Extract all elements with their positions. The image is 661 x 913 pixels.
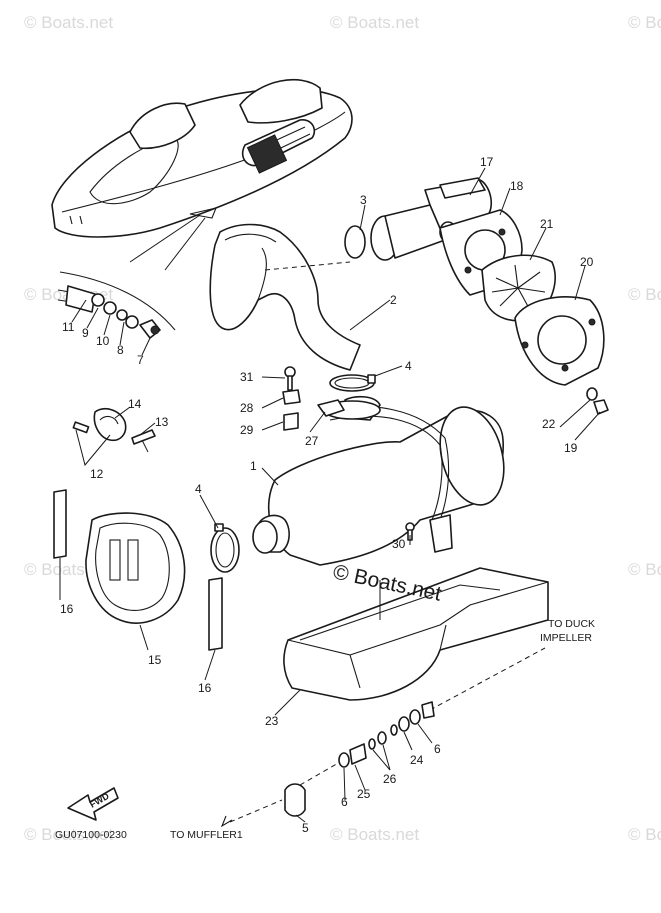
callout-29: 29 <box>240 423 254 437</box>
callout-24: 24 <box>410 753 424 767</box>
callout-14: 14 <box>128 397 142 411</box>
diagram-code: GU07100-0230 <box>55 829 127 841</box>
callout-30: 30 <box>392 537 406 551</box>
hose-clamp-upper <box>329 374 376 392</box>
callout-26: 26 <box>383 772 397 786</box>
callout-6: 6 <box>341 795 348 809</box>
watermark-text: © Boats.net <box>330 825 419 844</box>
callout-27: 27 <box>305 434 319 448</box>
foam-strips <box>53 489 223 651</box>
callout-21: 21 <box>540 217 554 231</box>
watermark-text: © Boats.net <box>24 825 113 844</box>
callout-11: 11 <box>62 320 75 334</box>
callout-15: 15 <box>148 653 162 667</box>
callout-18: 18 <box>510 179 524 193</box>
callout-1: 1 <box>250 459 257 473</box>
watermark-text: © Boats.net <box>628 825 661 844</box>
callout-3: 3 <box>360 193 367 207</box>
callout-13: 13 <box>155 415 169 429</box>
callout-19: 19 <box>564 441 578 455</box>
callout-4: 4 <box>405 359 412 373</box>
hull-fitting-inset <box>57 271 176 339</box>
callout-16: 16 <box>198 681 212 695</box>
callout-25: 25 <box>357 787 371 801</box>
exhaust-manifold-group <box>344 177 492 261</box>
callout-17: 17 <box>480 155 494 169</box>
bolt-washer-19-22 <box>586 387 609 415</box>
callout-10: 10 <box>96 334 110 348</box>
to-muffler-label: TO MUFFLER1 <box>170 829 243 841</box>
impeller-label: IMPELLER <box>540 632 592 644</box>
hose-clamp-lower <box>210 523 240 573</box>
watermark-text: © Boats.net <box>628 13 661 32</box>
leader-lines <box>59 167 601 823</box>
callout-20: 20 <box>580 255 594 269</box>
watermark-text: © Boats.net <box>24 13 113 32</box>
callout-16: 16 <box>60 602 74 616</box>
bracket-12-14 <box>72 408 156 453</box>
callout-4: 4 <box>195 482 202 496</box>
center-watermark: © Boats.net <box>331 560 444 605</box>
callout-22: 22 <box>542 417 556 431</box>
rubber-boot <box>85 512 186 624</box>
callout-9: 9 <box>82 326 89 340</box>
callout-8: 8 <box>117 343 124 357</box>
watercraft-illustration <box>51 79 353 271</box>
callout-23: 23 <box>265 714 279 728</box>
callout-31: 31 <box>240 370 254 384</box>
callout-2: 2 <box>390 293 397 307</box>
watermark-text: © Boats.net <box>330 13 419 32</box>
muffler-box <box>283 567 549 701</box>
lower-hose-fittings <box>220 647 546 828</box>
callout-12: 12 <box>90 467 104 481</box>
callout-numbers: 1 2 3 4 4 5 6 6 7 8 9 10 11 12 13 14 15 … <box>60 155 594 835</box>
exhaust-pipe <box>209 223 361 371</box>
fwd-arrow: FWD <box>67 787 119 821</box>
callout-7: 7 <box>137 353 144 367</box>
to-duck-label: TO DUCK <box>548 618 595 630</box>
callout-6: 6 <box>434 742 441 756</box>
muffler <box>252 395 505 566</box>
gasket-plates <box>439 209 605 386</box>
callout-28: 28 <box>240 401 254 415</box>
watermark-text: © Boats.net <box>628 285 661 304</box>
callout-5: 5 <box>302 821 309 835</box>
gasket-mesh <box>491 264 546 311</box>
watermark-text: © Boats.net <box>628 560 661 579</box>
